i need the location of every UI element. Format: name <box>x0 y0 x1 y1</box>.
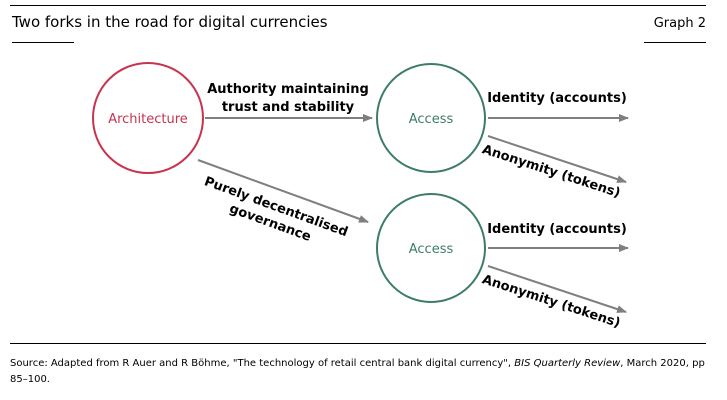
source-journal: BIS Quarterly Review <box>514 358 621 369</box>
identity-top-label: Identity (accounts) <box>487 91 627 106</box>
graph-number-label: Graph 2 <box>653 16 706 31</box>
decentralised-arrow <box>197 159 369 223</box>
source-prefix: Source: Adapted from R Auer and R Böhme,… <box>10 358 512 369</box>
authority-label-line1: Authority maintaining <box>207 82 369 97</box>
architecture-node <box>92 62 204 174</box>
graph-label-underline <box>644 42 706 43</box>
anonymity-top-label: Anonymity (tokens) <box>480 142 622 201</box>
title-underline <box>12 42 74 43</box>
graph-title: Two forks in the road for digital curren… <box>12 13 328 31</box>
source-suffix: , March 2020, pp 85–100. <box>10 358 705 385</box>
source-note: Source: Adapted from R Auer and R Böhme,… <box>10 356 710 388</box>
anonymity-bottom-label: Anonymity (tokens) <box>480 272 622 331</box>
access-top-node <box>376 63 486 173</box>
anonymity-bottom-arrow <box>487 265 627 313</box>
identity-bottom-label: Identity (accounts) <box>487 222 627 237</box>
top-rule <box>10 5 706 6</box>
bottom-rule <box>10 343 706 344</box>
access-bottom-label: Access <box>409 242 454 257</box>
access-top-label: Access <box>409 112 454 127</box>
anonymity-top-arrow <box>487 135 627 183</box>
architecture-label: Architecture <box>108 112 188 127</box>
access-bottom-node <box>376 193 486 303</box>
authority-label-line2: trust and stability <box>222 100 355 115</box>
